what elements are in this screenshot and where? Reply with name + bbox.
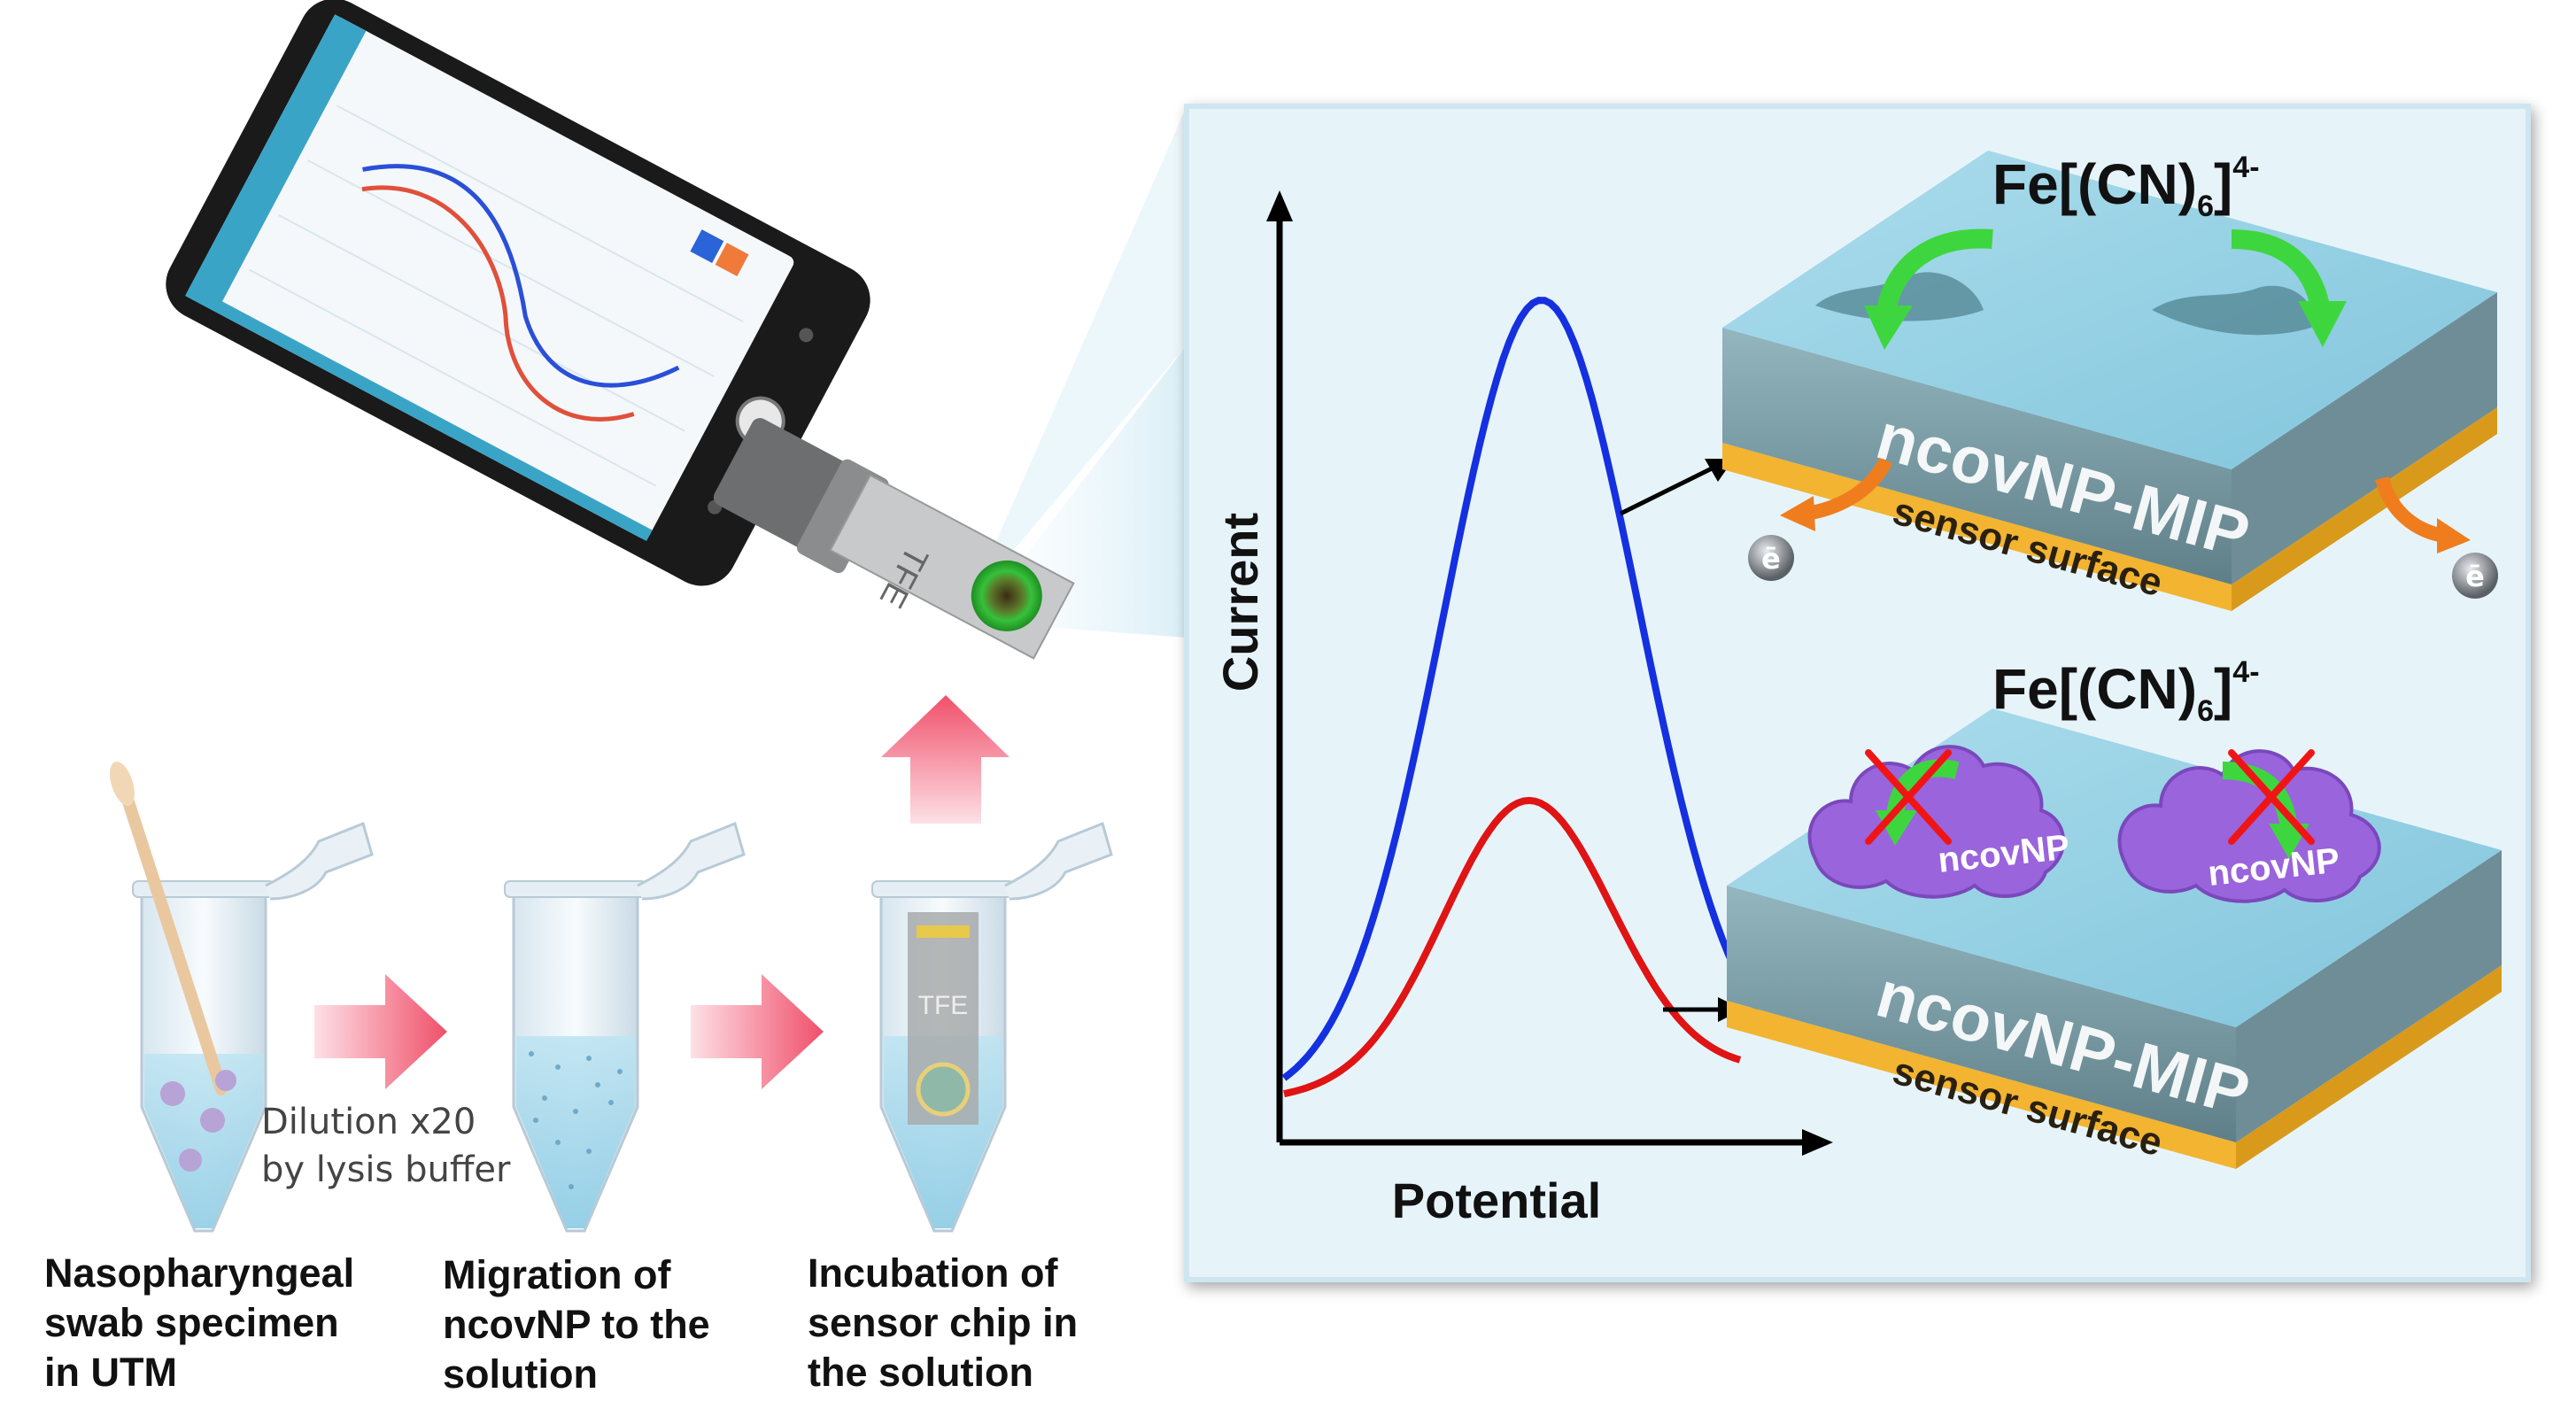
- step-3-line-3: the solution: [808, 1350, 1033, 1395]
- green-arrow-left: [1876, 228, 1993, 313]
- process-arrow-2: [691, 974, 824, 1089]
- redox-probe-top: Fe[(CN)6]4-: [1992, 151, 2260, 223]
- tube-swab: [110, 761, 374, 1233]
- process-arrow-up: [881, 695, 1010, 824]
- step-3-line-1: Incubation of: [808, 1250, 1058, 1296]
- dilution-note: Dilution x20 by lysis buffer: [261, 1098, 510, 1194]
- swab-stick: [118, 782, 228, 1095]
- block-cross-right: [2228, 749, 2315, 845]
- x-axis-label: Potential: [1392, 1172, 1601, 1228]
- step-caption-1: Nasopharyngeal swab specimen in UTM: [44, 1249, 354, 1397]
- series-blue-curve: [1281, 297, 1761, 1081]
- step-caption-3: Incubation of sensor chip in the solutio…: [808, 1249, 1078, 1397]
- zoom-funnel-upper: [970, 106, 1187, 602]
- orange-arrow-right: [2375, 476, 2446, 543]
- electron-right: [2452, 553, 2498, 599]
- step-2-line-3: solution: [443, 1351, 598, 1397]
- pointer-arrows: [1619, 459, 1743, 1022]
- phone-blue-curve: [362, 164, 680, 388]
- sensor-chip: TFE: [829, 474, 1075, 660]
- green-arrow-right: [2231, 229, 2330, 308]
- electron-right-label: ē: [2465, 560, 2485, 593]
- step-1-line-2: swab specimen: [44, 1300, 339, 1345]
- step-2-line-2: ncovNP to the: [443, 1302, 710, 1347]
- electron-left-label: ē: [1761, 542, 1781, 576]
- tube-incubation: TFE: [871, 821, 1113, 1233]
- voltammogram: Current Potential: [1212, 190, 1833, 1228]
- step-3-line-2: sensor chip in: [808, 1300, 1079, 1345]
- process-arrow-1: [314, 974, 447, 1089]
- step-1-line-3: in UTM: [44, 1350, 177, 1395]
- dilution-note-line-1: Dilution x20: [261, 1102, 476, 1142]
- tube-migration: [504, 821, 746, 1233]
- protein-left: [1807, 745, 2066, 899]
- series-red-curve: [1283, 796, 1742, 1098]
- block-cross-left: [1865, 749, 1952, 845]
- electron-left: [1748, 535, 1794, 581]
- step-2-line-1: Migration of: [443, 1252, 671, 1297]
- sensor-electrode: [971, 560, 1042, 631]
- dilution-note-line-2: by lysis buffer: [261, 1149, 511, 1190]
- step-1-line-1: Nasopharyngeal: [44, 1250, 355, 1296]
- y-axis-label: Current: [1212, 513, 1268, 692]
- orange-arrow-left: [1805, 457, 1893, 521]
- step-caption-2: Migration of ncovNP to the solution: [443, 1250, 710, 1399]
- tube-chip-label: TFE: [918, 991, 969, 1020]
- phone-red-curve: [361, 185, 635, 422]
- redox-probe-bottom: Fe[(CN)6]4-: [1992, 655, 2260, 728]
- sensor-block-bottom: ncovNP ncovNP ncovNP-MIP sensor surface: [1727, 708, 2502, 1169]
